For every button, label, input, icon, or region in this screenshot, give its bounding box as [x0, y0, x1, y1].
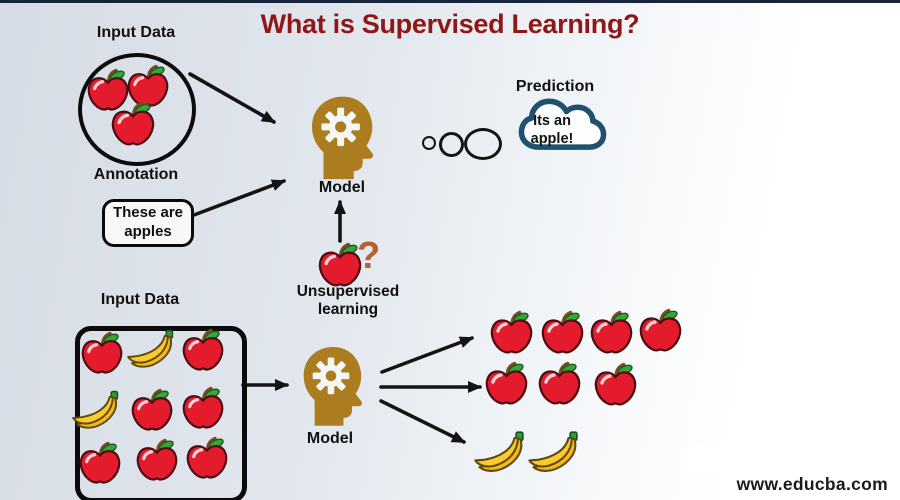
apple-icon: [637, 307, 684, 354]
arrow-model-to-bananas: [379, 399, 466, 444]
prediction-label: Prediction: [515, 78, 595, 95]
apple-icon: [180, 327, 226, 373]
page-title: What is Supervised Learning?: [260, 9, 640, 39]
prediction-cloud-text: Its an apple!: [509, 112, 595, 148]
arrow-model-to-apples-row1: [380, 336, 474, 374]
model-label-top: Model: [318, 179, 366, 196]
annotation-text-line2: apples: [124, 223, 172, 240]
apple-icon: [592, 361, 639, 408]
thought-bubble-icon: [422, 136, 436, 150]
apple-icon: [184, 435, 230, 481]
banana-icon: [125, 329, 181, 371]
annotation-label: Annotation: [93, 166, 179, 183]
apple-icon: [77, 440, 123, 486]
thought-bubble-icon: [439, 132, 464, 157]
apple-icon: [79, 330, 125, 376]
watermark: www.educba.com: [736, 474, 888, 494]
arrow-annotation-to-model: [192, 179, 286, 217]
apple-icon: [488, 309, 535, 356]
model-head-gear-icon: [307, 95, 389, 180]
banana-icon: [472, 431, 532, 475]
annotation-box: These are apples: [102, 199, 194, 247]
arrow-input-to-model: [188, 72, 276, 124]
apple-icon: [129, 387, 175, 433]
apple-icon: [180, 385, 226, 431]
banana-icon: [526, 431, 586, 475]
question-mark: ?: [357, 235, 381, 277]
apple-icon: [536, 360, 583, 407]
cloud-text-line1: Its an: [533, 113, 571, 129]
unsupervised-label: Unsupervised learning: [296, 283, 400, 318]
model-head-gear-icon: [299, 345, 377, 427]
input-data-grid-box: [75, 326, 247, 500]
model-label-bottom: Model: [306, 430, 354, 447]
apple-icon: [588, 309, 635, 356]
apple-icon: [134, 437, 180, 483]
input-data-label-top: Input Data: [96, 24, 176, 41]
apple-icon: [539, 309, 586, 356]
white-highlight-patch: [688, 446, 900, 473]
annotation-text-line1: These are: [112, 204, 184, 222]
cloud-text-line2: apple!: [530, 131, 574, 147]
input-data-circle: [78, 53, 196, 166]
apple-icon: [109, 100, 157, 148]
apple-icon: [483, 360, 530, 407]
input-data-label-bottom: Input Data: [100, 291, 180, 308]
thought-bubble-icon: [464, 128, 502, 160]
banana-icon: [70, 390, 126, 432]
